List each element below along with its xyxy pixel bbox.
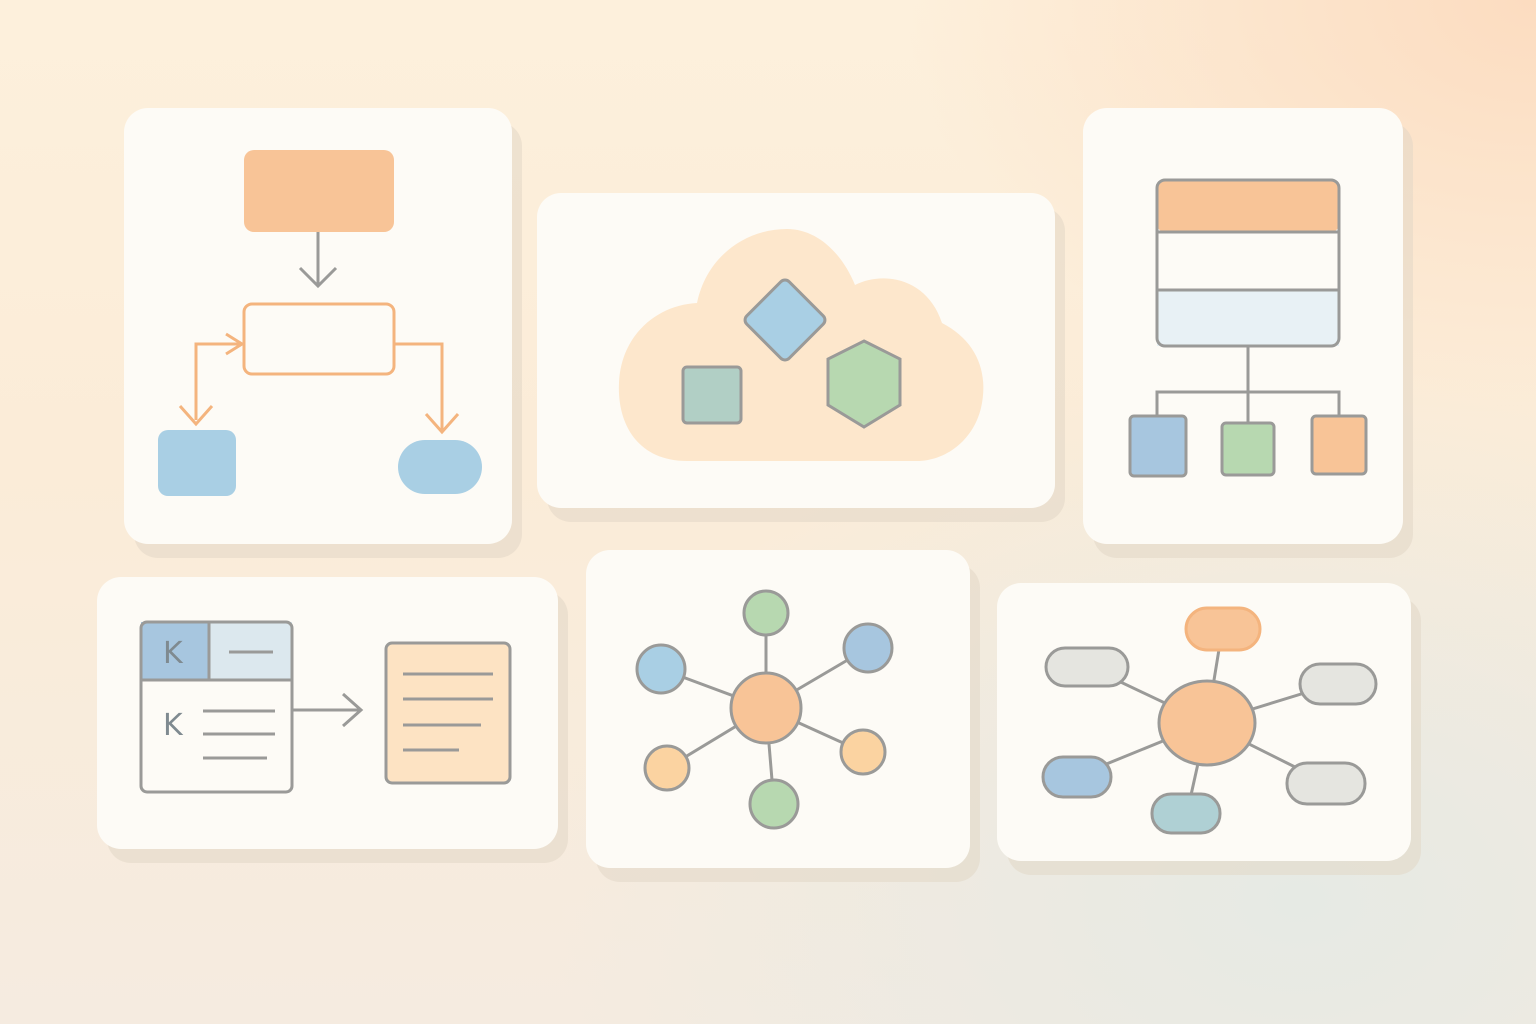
mind-map-node-left-bottom xyxy=(1041,755,1113,799)
table-document-icon: K K xyxy=(139,620,512,794)
diamond-shape xyxy=(743,278,827,362)
flow-arrowhead xyxy=(178,405,214,427)
child-node-green xyxy=(1220,421,1276,477)
network-graph-icon xyxy=(635,589,894,830)
table-header-glyph: K xyxy=(163,636,184,671)
child-node-blue xyxy=(1128,414,1188,478)
table-outline xyxy=(139,620,294,794)
mind-map-center xyxy=(1157,679,1257,767)
flow-arrowhead xyxy=(225,332,245,356)
flow-arrowhead xyxy=(424,413,460,435)
table-to-document-card[interactable]: K K xyxy=(97,577,558,849)
mind-map-node-bottom xyxy=(1150,792,1222,835)
cloud-shapes-icon xyxy=(618,229,984,461)
table-header-key-cell xyxy=(141,622,209,680)
flow-end-node-right xyxy=(398,440,482,494)
mind-map-icon xyxy=(1041,606,1378,835)
org-chart-card[interactable] xyxy=(1083,108,1403,544)
flowchart-card[interactable] xyxy=(124,108,512,544)
network-node-bottom-right xyxy=(839,728,887,776)
flow-end-node-left xyxy=(158,430,236,496)
mind-map-node-left-top xyxy=(1044,646,1130,688)
flow-connector-left xyxy=(194,342,244,420)
tree-branch xyxy=(1155,390,1341,416)
child-node-orange xyxy=(1310,414,1368,476)
network-graph-card[interactable] xyxy=(586,550,970,868)
network-node-left xyxy=(635,643,687,695)
flow-start-node xyxy=(244,150,394,232)
transform-arrowhead xyxy=(342,692,364,728)
network-node-right xyxy=(842,622,894,674)
table-bottom-row xyxy=(1157,290,1339,346)
network-hub xyxy=(729,671,803,745)
square-shape xyxy=(681,365,743,425)
flow-arrowhead xyxy=(298,266,338,289)
network-node-top xyxy=(742,589,790,637)
mind-map-card[interactable] xyxy=(997,583,1411,861)
flowchart-icon xyxy=(158,150,482,496)
table-header-row xyxy=(1157,180,1339,232)
table-row-glyph: K xyxy=(163,708,184,743)
flow-connector-right xyxy=(394,342,444,430)
hexagon-shape xyxy=(826,339,902,429)
mind-map-node-top xyxy=(1184,606,1262,652)
network-node-bottom xyxy=(748,778,800,830)
mind-map-node-right-bottom xyxy=(1285,761,1367,806)
flow-process-node xyxy=(242,302,396,376)
cloud-shapes-card[interactable] xyxy=(537,193,1055,508)
document-icon xyxy=(384,641,512,785)
table-middle-row xyxy=(1157,232,1339,290)
org-chart-icon xyxy=(1128,178,1368,478)
network-node-bottom-left xyxy=(643,744,691,792)
mind-map-node-right-top xyxy=(1298,662,1378,706)
